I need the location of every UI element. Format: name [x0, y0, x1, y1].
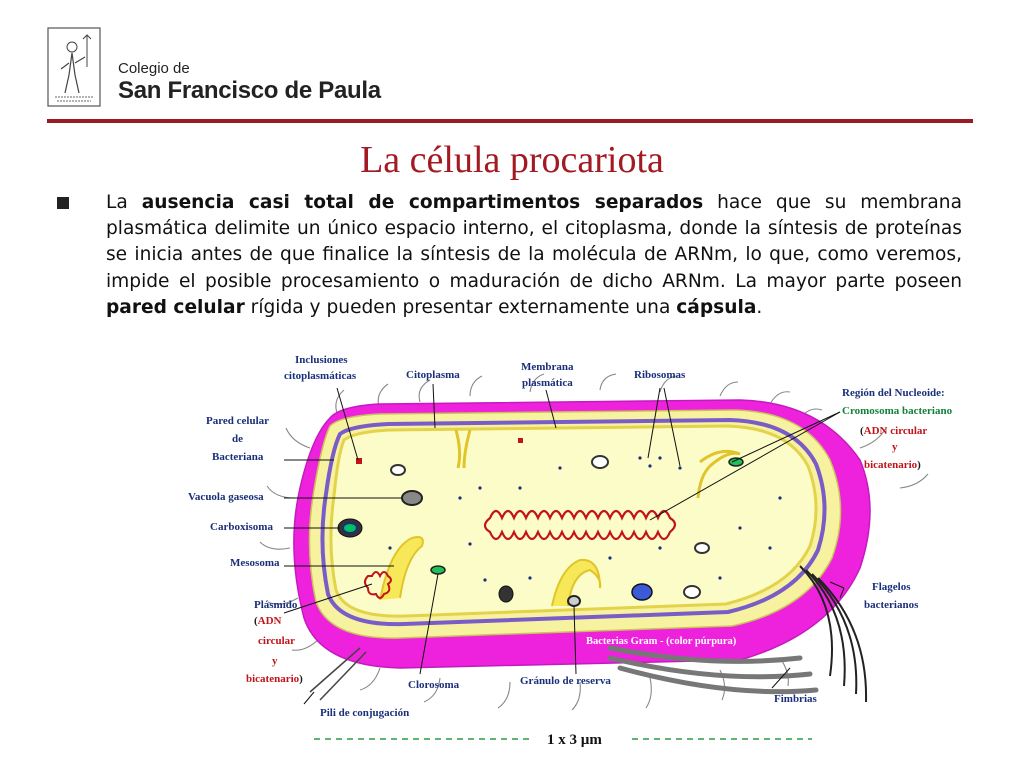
label-bicatenario-2-line: bicatenario): [246, 673, 303, 685]
para-bold-1: ausencia casi total de compartimentos se…: [141, 192, 704, 213]
label-membrana-2: plasmática: [522, 377, 573, 389]
label-circular: circular: [258, 635, 295, 647]
ribosomes: [388, 456, 782, 582]
header-divider: [47, 119, 973, 123]
fimbriae: [607, 645, 819, 695]
label-flagelos-1: Flagelos: [872, 581, 911, 593]
conjugation-pili: [309, 647, 367, 701]
flagella: [799, 565, 868, 703]
square-bullet-icon: [57, 197, 69, 209]
scale-label: 1 x 3 µm: [547, 732, 602, 748]
label-cromosoma: Cromosoma bacteriano: [842, 405, 953, 417]
para-text-1: La: [106, 192, 142, 213]
label-nucleoide: Región del Nucleoide:: [842, 387, 945, 399]
membrane-fold-bottom: [551, 558, 602, 607]
school-logo-text: Colegio de San Francisco de Paula: [118, 60, 381, 105]
label-clorosoma: Clorosoma: [408, 679, 460, 691]
para-bold-3: cápsula: [676, 296, 757, 318]
label-plasmido: Plásmido: [254, 599, 298, 611]
label-flagelos-2: bacterianos: [864, 599, 919, 611]
label-pili: Pili de conjugación: [320, 707, 409, 719]
para-text-3: rígida y pueden presentar externamente u…: [244, 296, 677, 318]
label-ribosomas: Ribosomas: [634, 369, 686, 381]
label-y-1: y: [892, 441, 898, 453]
inclusion-bodies: [337, 438, 744, 607]
label-pared-2: de: [232, 433, 243, 445]
scale-bar: 1 x 3 µm: [314, 732, 812, 748]
label-carboxisoma: Carboxisoma: [210, 521, 273, 533]
mesosome: [379, 536, 424, 601]
para-bold-2: pared celular: [106, 296, 245, 318]
para-text-2: hace que su membrana plasmática delimite…: [106, 192, 962, 292]
membrane-fold-right: [696, 449, 741, 499]
label-mesosoma: Mesosoma: [230, 557, 280, 569]
cell-hairs: [259, 373, 929, 711]
label-inclusiones-2: citoplasmáticas: [284, 370, 357, 382]
label-pared-3: Bacteriana: [212, 451, 264, 463]
label-inclusiones-1: Inclusiones: [295, 354, 348, 366]
label-bicatenario-1-line: bicatenario): [864, 459, 921, 471]
school-emblem-icon: [47, 27, 101, 107]
cell-illustration: [259, 373, 929, 711]
bullet-paragraph: La ausencia casi total de compartimentos…: [106, 190, 962, 321]
label-adn-line: (ADN: [254, 615, 282, 627]
plasmid: [364, 571, 392, 599]
bullet-item: La ausencia casi total de compartimentos…: [57, 190, 962, 321]
prokaryotic-cell-diagram: Inclusiones citoplasmáticas Citoplasma M…: [188, 354, 953, 748]
cytoplasm: [329, 424, 818, 618]
slide-title: La célula procariota: [360, 139, 664, 181]
label-adn-circular-line: (ADN circular: [860, 425, 927, 437]
leader-lines: [283, 383, 845, 705]
nucleoid-dna: [483, 509, 677, 541]
label-pared-1: Pared celular: [206, 415, 269, 427]
label-y-2: y: [272, 655, 278, 667]
membrane-fold-top: [454, 429, 472, 469]
label-citoplasma: Citoplasma: [406, 369, 460, 381]
label-gram: Bacterias Gram - (color púrpura): [586, 636, 737, 647]
label-vacuola: Vacuola gaseosa: [188, 491, 264, 503]
para-text-4: .: [756, 296, 763, 318]
plasma-membrane: [320, 417, 827, 627]
label-granulo: Gránulo de reserva: [520, 675, 611, 687]
logo-line-2: San Francisco de Paula: [118, 77, 381, 104]
label-membrana-1: Membrana: [521, 361, 574, 373]
logo-line-1: Colegio de: [118, 60, 190, 77]
label-fimbrias: Fimbrias: [774, 693, 817, 705]
